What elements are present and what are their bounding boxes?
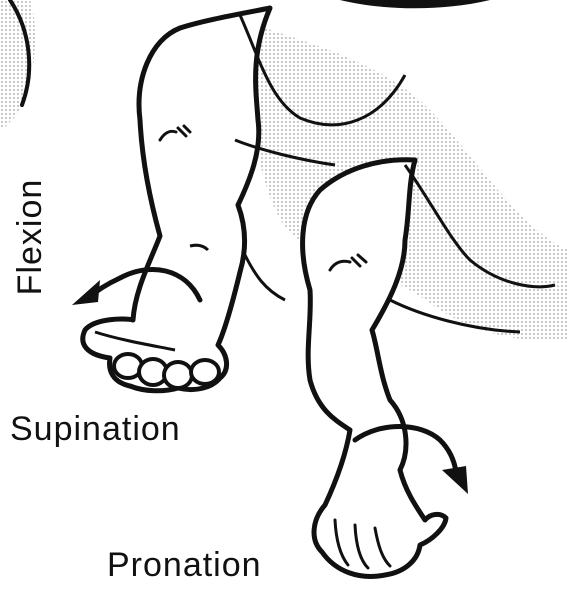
pronation-arrow-head (442, 466, 468, 494)
pronation-label: Pronation (107, 548, 262, 582)
shoulder-top (340, 0, 490, 8)
upper-arm-outline (83, 8, 270, 391)
supination-arrow-head (72, 280, 100, 305)
torso-line-5 (245, 255, 285, 300)
flexion-label: Flexion (13, 167, 47, 307)
supination-label: Supination (10, 412, 181, 446)
